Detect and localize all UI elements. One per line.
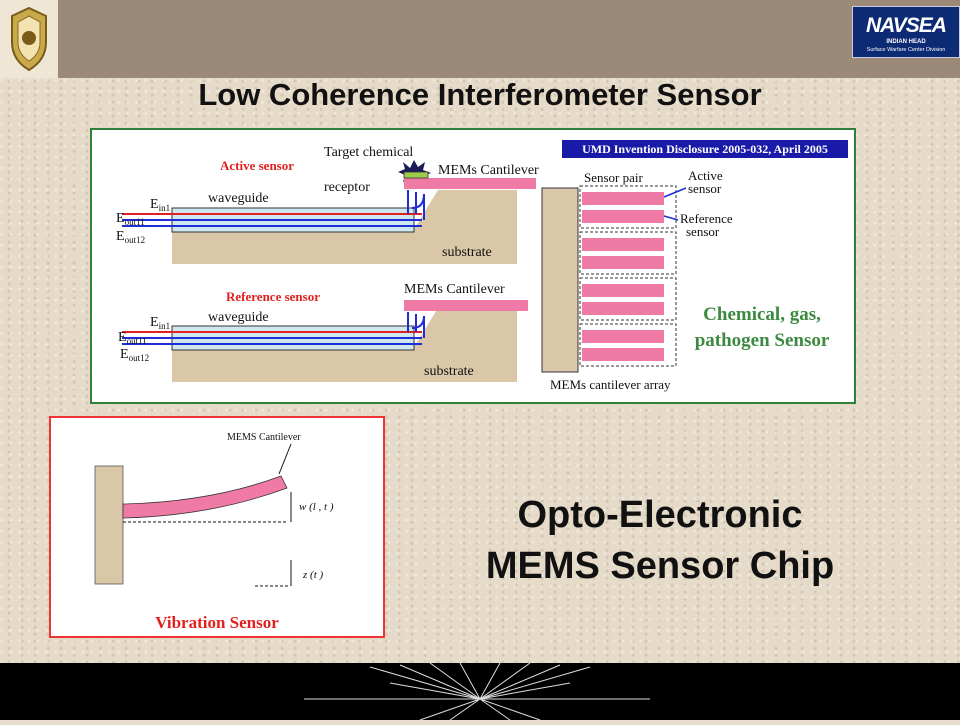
pair-box-1 — [579, 185, 677, 229]
vib-cantilever — [122, 475, 288, 519]
reference-cantilever-label: MEMs Cantilever — [404, 282, 505, 297]
active-pointer — [663, 187, 687, 198]
active-eout12: Eout12 — [116, 229, 145, 245]
active-label-2: sensor — [688, 181, 722, 196]
disclosure-text: UMD Invention Disclosure 2005-032, April… — [582, 142, 828, 156]
logo-sub2: Surface Warfare Center Division — [866, 47, 946, 53]
vib-w-label: w (l , t ) — [299, 501, 334, 513]
reference-eout12: Eout12 — [120, 347, 149, 363]
array-base — [541, 187, 579, 373]
crest-logo — [0, 0, 58, 78]
array-caption: MEMs cantilever array — [550, 377, 671, 392]
receptor-layer — [403, 171, 429, 179]
target-label: Target chemical — [324, 145, 413, 160]
footer-bar — [0, 662, 960, 721]
vibration-panel: MEMS Cantilever w (l , t ) z (t ) Vibrat… — [49, 416, 385, 638]
logo-word: NAVSEA — [866, 14, 947, 37]
reference-ein: Ein1 — [150, 315, 170, 331]
reference-cantilever — [404, 300, 528, 311]
array-cantilever-1 — [582, 192, 664, 205]
reference-substrate-label: substrate — [424, 364, 474, 379]
active-label-1: Active — [688, 168, 723, 183]
page-title: Low Coherence Interferometer Sensor — [198, 77, 762, 112]
active-cantilever-label: MEMs Cantilever — [438, 163, 539, 178]
navsea-logo: NAVSEA INDIAN HEAD Surface Warfare Cente… — [852, 6, 960, 58]
receptor-label: receptor — [324, 180, 370, 195]
array-cantilever-3 — [582, 238, 664, 251]
array-cantilever-2 — [582, 210, 664, 223]
reference-eout11: Eout11 — [118, 330, 147, 346]
vib-label: MEMS Cantilever — [227, 432, 301, 443]
array-cantilever-8 — [582, 348, 664, 361]
active-heading: Active sensor — [220, 158, 294, 173]
active-waveguide-label: waveguide — [208, 191, 269, 206]
main-text-line2: MEMS Sensor Chip — [485, 545, 835, 587]
pair-box-4 — [579, 323, 677, 367]
array-cantilever-4 — [582, 256, 664, 269]
diagram-panel: UMD Invention Disclosure 2005-032, April… — [90, 128, 856, 404]
vib-z-label: z (t ) — [302, 569, 324, 581]
reference-waveguide-label: waveguide — [208, 310, 269, 325]
pair-box-3 — [579, 277, 677, 321]
main-text-line1: Opto-Electronic — [517, 494, 803, 536]
logo-sub1: INDIAN HEAD — [886, 39, 926, 45]
active-cantilever — [404, 178, 536, 189]
sensor-pair-label: Sensor pair — [584, 170, 644, 185]
vib-title: Vibration Sensor — [155, 613, 279, 632]
disclosure-box — [562, 140, 848, 158]
active-eout11: Eout11 — [116, 211, 145, 227]
reference-reflection — [407, 312, 425, 338]
pair-box-2 — [579, 231, 677, 275]
reference-label-2: sensor — [686, 224, 720, 239]
array-cantilever-7 — [582, 330, 664, 343]
array-cantilever-5 — [582, 284, 664, 297]
active-substrate-label: substrate — [442, 245, 492, 260]
reference-label-1: Reference — [680, 211, 733, 226]
green-label-2: pathogen Sensor — [695, 330, 830, 351]
vib-base — [94, 465, 124, 585]
reference-pointer — [663, 215, 679, 221]
starburst-icon — [369, 662, 591, 721]
reference-heading: Reference sensor — [226, 289, 320, 304]
top-bar — [0, 0, 960, 78]
array-cantilever-6 — [582, 302, 664, 315]
active-ein: Ein1 — [150, 197, 170, 213]
vib-pointer — [278, 443, 292, 475]
active-reflection — [407, 190, 425, 220]
green-label-1: Chemical, gas, — [703, 304, 821, 325]
